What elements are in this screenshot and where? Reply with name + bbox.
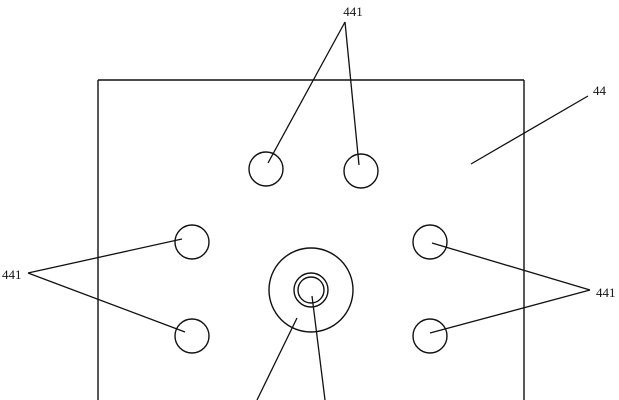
label-441-top: 441 <box>343 4 363 19</box>
central-bore-inner <box>297 276 325 304</box>
hole-mid-left <box>174 224 210 260</box>
central-boss-outer-ring <box>268 247 354 333</box>
central-boss <box>268 247 354 333</box>
hole-low-left <box>174 318 210 354</box>
label-441-left: 441 <box>2 267 22 282</box>
leader-lines <box>27 21 591 400</box>
leader-boss-ring <box>256 317 298 400</box>
hole-low-right <box>412 318 448 354</box>
hole-mid-right <box>412 224 448 260</box>
leader-441-right-to-mid-hole <box>431 242 591 291</box>
label-441-right: 441 <box>596 285 616 300</box>
plate-44 <box>97 79 525 400</box>
label-44: 44 <box>593 83 607 98</box>
holes-441 <box>174 151 448 354</box>
leader-441-left-to-mid-hole <box>27 238 183 274</box>
central-bore-outer <box>293 272 329 308</box>
leader-441-right-to-low-hole <box>429 289 591 334</box>
leader-441-top-to-left-hole <box>267 21 346 164</box>
hole-top-right <box>343 153 379 189</box>
leader-441-top-to-right-hole <box>344 21 360 166</box>
leader-441-left-to-low-hole <box>27 272 186 333</box>
leader-44-to-plate <box>470 95 589 165</box>
hole-top-left <box>248 151 284 187</box>
leader-bore <box>311 295 326 400</box>
